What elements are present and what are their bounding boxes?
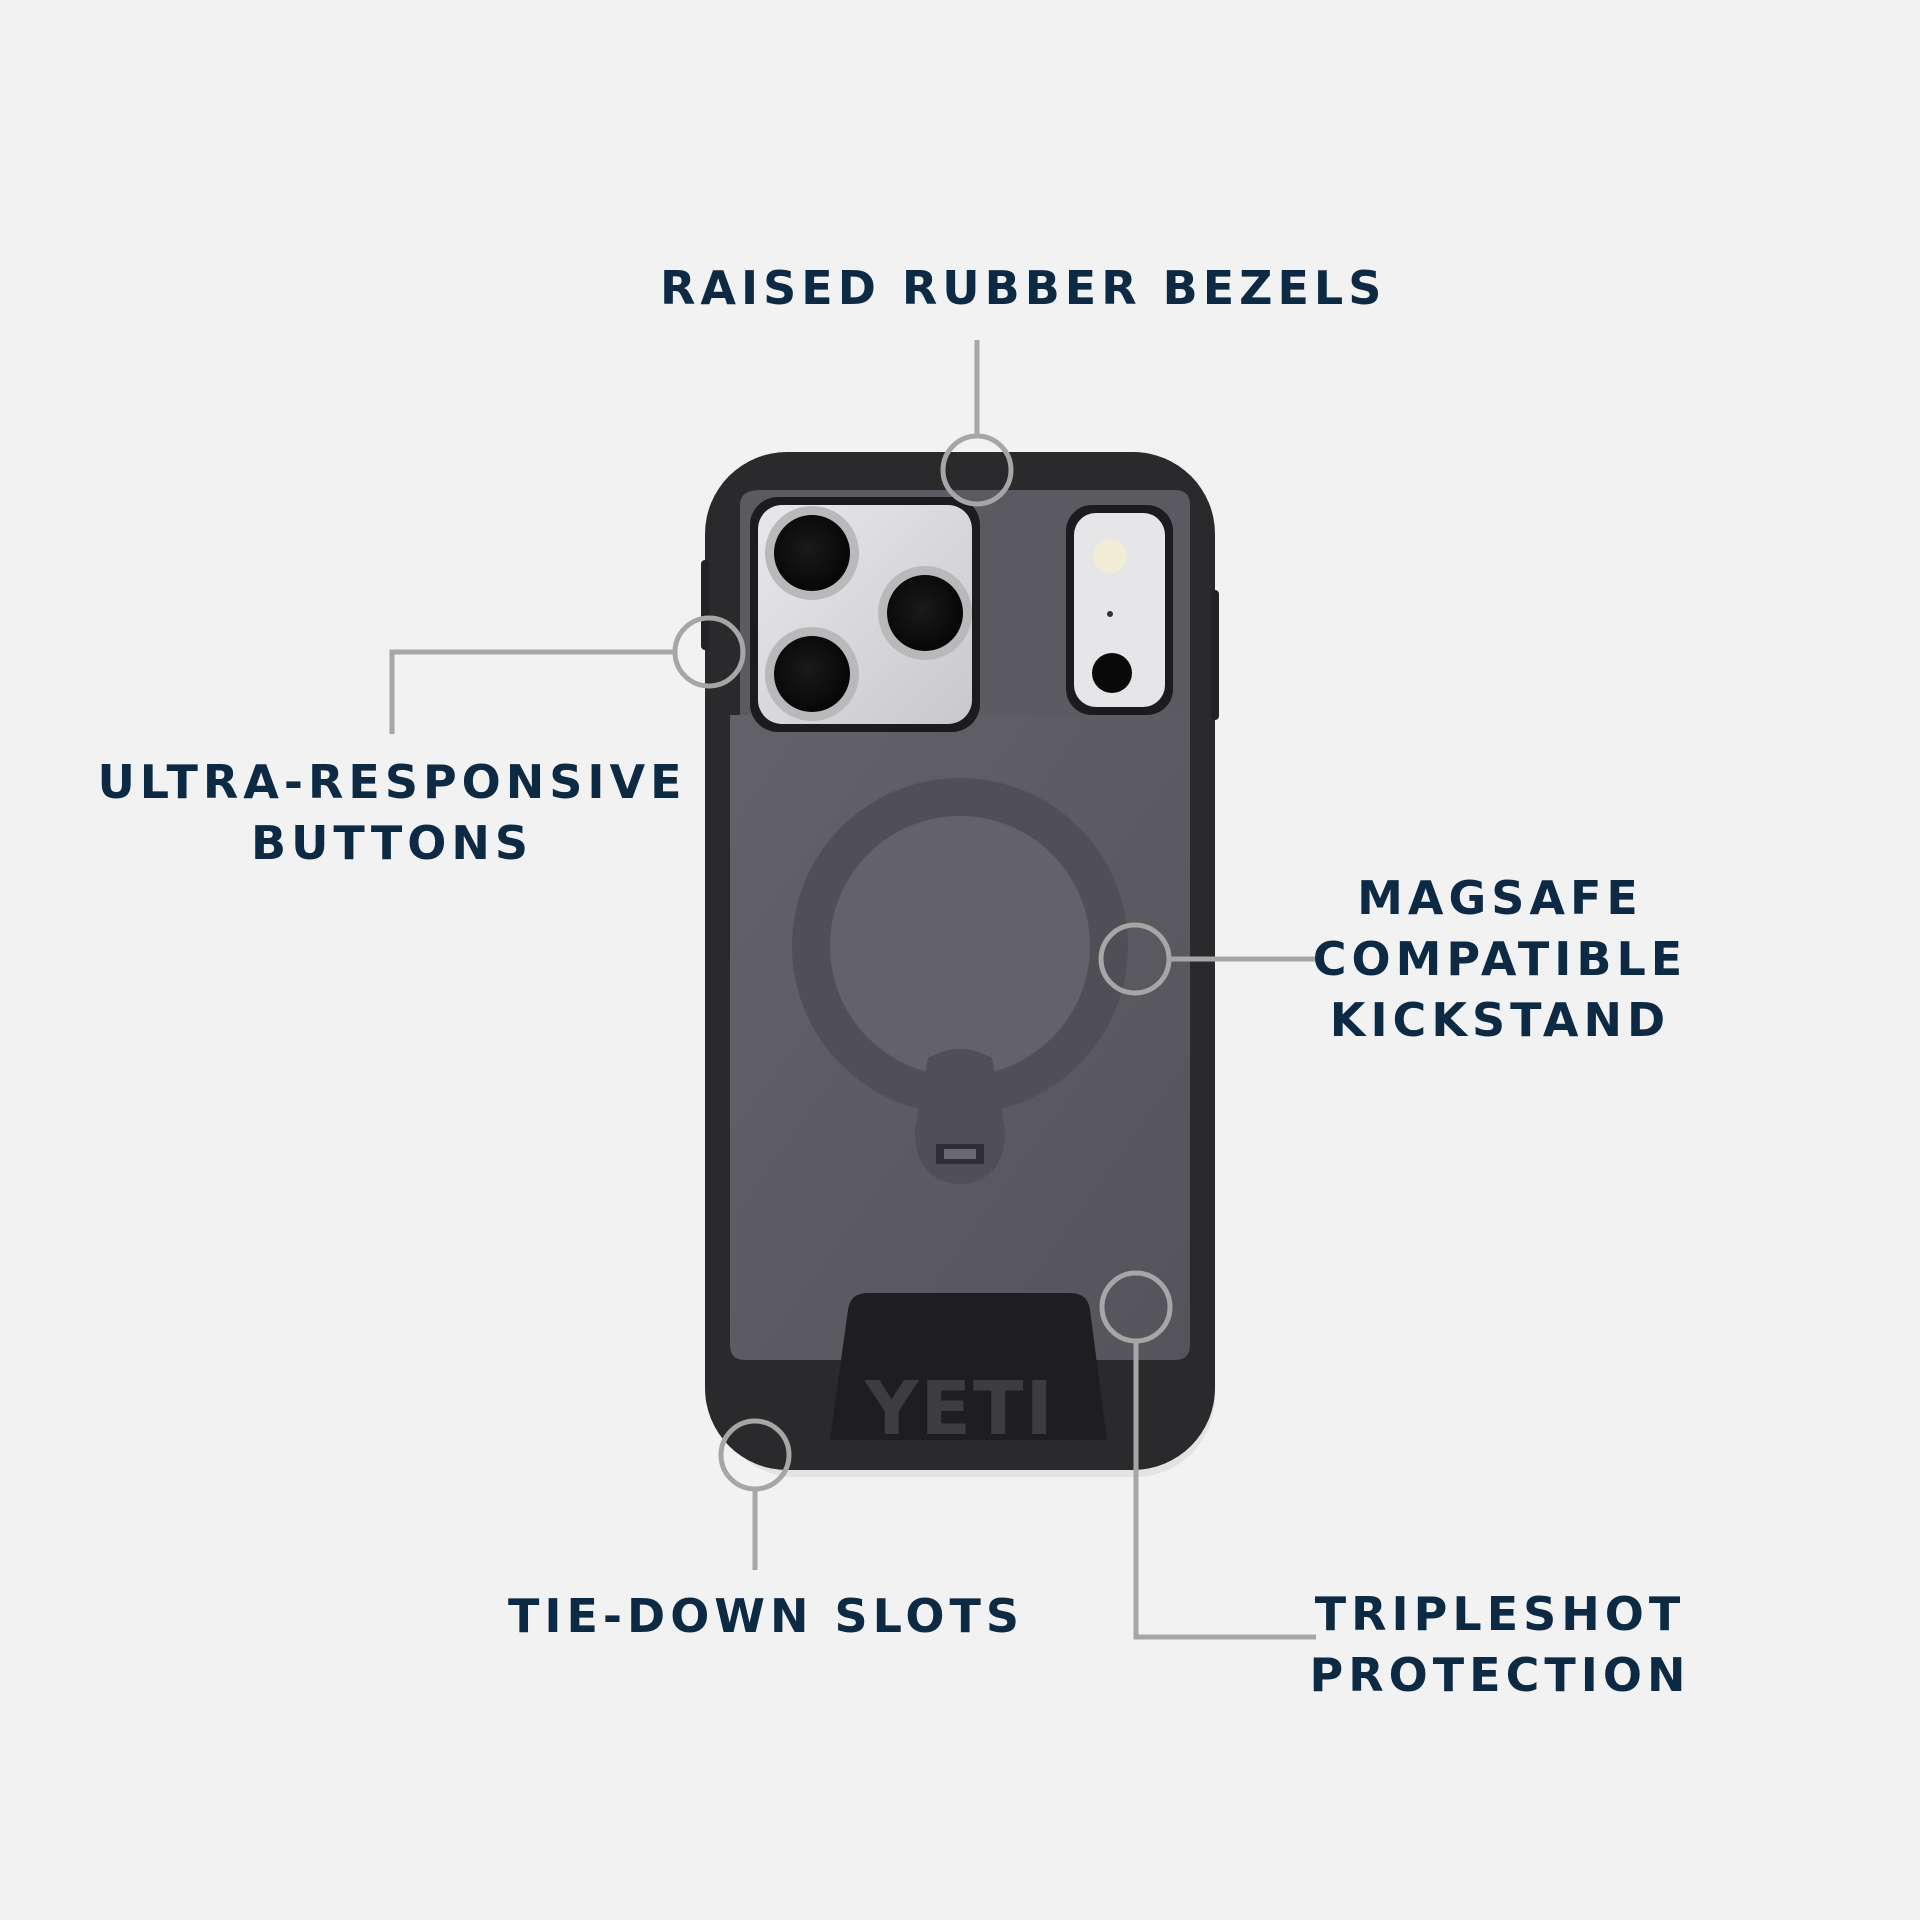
- callout-line-buttons: [389, 649, 674, 734]
- callout-marker-bezels: [940, 433, 1014, 507]
- phone-case: YETI: [701, 452, 1219, 1477]
- kickstand-ring: [792, 778, 1128, 1184]
- logo-panel: [830, 1293, 1107, 1440]
- callout-text: MAGSAFE: [1357, 871, 1643, 925]
- callout-label-bezels: RAISED RUBBER BEZELS: [660, 258, 1387, 319]
- callout-line-protection: [1133, 1342, 1316, 1640]
- brand-logo: YETI: [864, 1366, 1055, 1452]
- callout-label-protection: TRIPLESHOT PROTECTION: [1300, 1584, 1700, 1706]
- callout-text: RAISED RUBBER BEZELS: [660, 261, 1387, 315]
- callout-text: KICKSTAND: [1329, 993, 1671, 1047]
- callout-label-slots: TIE-DOWN SLOTS: [508, 1586, 1024, 1647]
- camera-lens: [878, 566, 972, 660]
- callout-label-kickstand: MAGSAFE COMPATIBLE KICKSTAND: [1300, 868, 1700, 1051]
- flash-icon: [1093, 539, 1127, 573]
- callout-text: PROTECTION: [1309, 1648, 1691, 1702]
- callout-text: TRIPLESHOT: [1314, 1587, 1686, 1641]
- callout-text: TIE-DOWN SLOTS: [508, 1589, 1024, 1643]
- lidar-sensor: [1092, 653, 1132, 693]
- callout-text: BUTTONS: [251, 816, 533, 870]
- callout-marker-slots: [718, 1418, 792, 1492]
- camera-lens: [765, 627, 859, 721]
- side-button: [701, 560, 709, 650]
- camera-lens: [765, 506, 859, 600]
- callout-label-buttons: ULTRA-RESPONSIVE BUTTONS: [92, 752, 692, 874]
- callout-marker-buttons: [672, 615, 746, 689]
- callout-text: ULTRA-RESPONSIVE: [97, 755, 687, 809]
- callout-text: COMPATIBLE: [1312, 932, 1688, 986]
- side-button: [1211, 590, 1219, 720]
- callout-marker-kickstand: [1098, 922, 1172, 996]
- callout-marker-protection: [1099, 1270, 1173, 1344]
